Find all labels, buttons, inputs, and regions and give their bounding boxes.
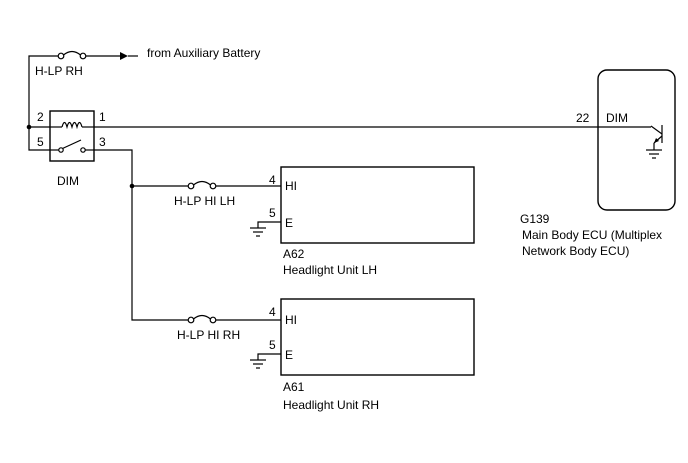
fuse-label-h-lp-hi-rh: H-LP HI RH bbox=[177, 328, 240, 342]
junction-dot bbox=[26, 124, 32, 130]
relay-pin-5: 5 bbox=[37, 135, 44, 149]
headlight-lh-box bbox=[280, 166, 475, 244]
relay-pin-1: 1 bbox=[99, 110, 106, 124]
headlight-rh-circuit: H-LP HI RH 4 HI 5 E A61 Headlight Unit R… bbox=[177, 298, 475, 412]
headlight-lh-pin-e: 5 bbox=[269, 206, 276, 220]
source-label: from Auxiliary Battery bbox=[147, 46, 260, 60]
ecu-pin-22: 22 bbox=[576, 111, 590, 125]
wire-hi-beam bbox=[94, 149, 188, 321]
supply-circuit: from Auxiliary Battery H-LP RH bbox=[28, 46, 260, 127]
headlight-lh-label-e: E bbox=[285, 216, 293, 230]
headlight-rh-box bbox=[280, 298, 475, 376]
dim-relay: 2 5 1 3 DIM bbox=[37, 110, 106, 188]
fuse-label-h-lp-rh: H-LP RH bbox=[35, 64, 83, 78]
ground-icon bbox=[250, 227, 266, 237]
ecu-box bbox=[597, 69, 676, 211]
headlight-lh-name: Headlight Unit LH bbox=[283, 263, 377, 277]
ground-icon bbox=[250, 359, 266, 369]
fuse-h-lp-rh bbox=[57, 50, 87, 60]
headlight-rh-name: Headlight Unit RH bbox=[283, 398, 379, 412]
headlight-rh-code: A61 bbox=[283, 380, 305, 394]
headlight-lh-label-hi: HI bbox=[285, 179, 297, 193]
relay-name: DIM bbox=[57, 174, 79, 188]
ground-icon bbox=[646, 149, 662, 159]
headlight-rh-label-e: E bbox=[285, 348, 293, 362]
ecu-name-line-1: Main Body ECU (Multiplex bbox=[522, 228, 662, 242]
main-body-ecu: 22 DIM G139 Main Body ECU (Multiplex Net… bbox=[520, 69, 676, 258]
headlight-lh-pin-hi: 4 bbox=[269, 173, 276, 187]
headlight-lh-circuit: H-LP HI LH 4 HI 5 E A62 Headlight Unit L… bbox=[132, 166, 475, 277]
ecu-name-line-2: Network Body ECU) bbox=[522, 244, 629, 258]
arrow-icon bbox=[120, 52, 128, 60]
fuse-label-h-lp-hi-lh: H-LP HI LH bbox=[174, 194, 235, 208]
fuse-h-lp-hi-lh bbox=[187, 180, 217, 190]
headlight-rh-pin-e: 5 bbox=[269, 338, 276, 352]
transistor-icon bbox=[598, 125, 663, 150]
ecu-code: G139 bbox=[520, 212, 550, 226]
relay-box bbox=[49, 110, 95, 162]
relay-coil-icon bbox=[61, 121, 83, 130]
fuse-h-lp-hi-rh bbox=[187, 314, 217, 324]
headlight-lh-code: A62 bbox=[283, 247, 305, 261]
relay-pin-2: 2 bbox=[37, 110, 44, 124]
ecu-signal-dim: DIM bbox=[606, 111, 628, 125]
headlight-rh-label-hi: HI bbox=[285, 313, 297, 327]
relay-pin-3: 3 bbox=[99, 135, 106, 149]
headlight-rh-pin-hi: 4 bbox=[269, 305, 276, 319]
